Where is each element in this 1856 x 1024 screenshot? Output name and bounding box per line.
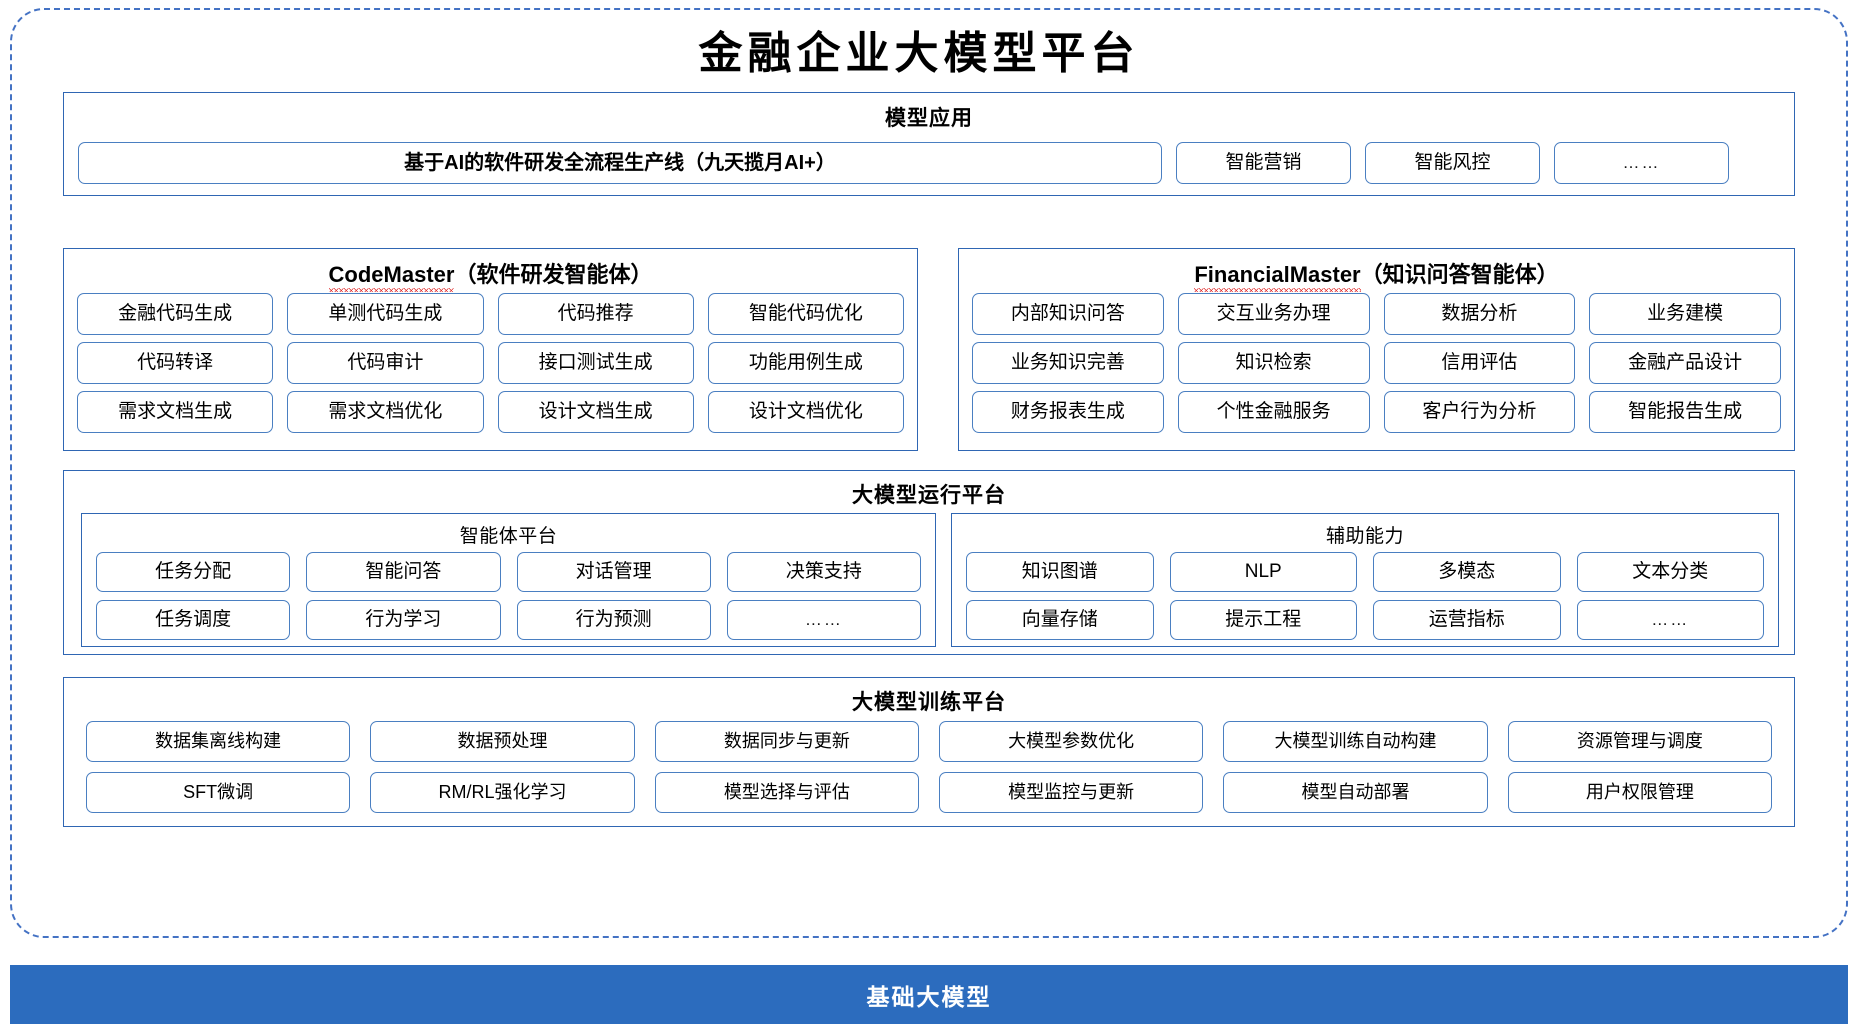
codemaster-suffix: （软件研发智能体） xyxy=(454,262,653,287)
training-platform-item[interactable]: 资源管理与调度 xyxy=(1507,721,1772,762)
codemaster-latin-name: CodeMaster xyxy=(328,262,455,292)
base-model-bar: 基础大模型 xyxy=(10,965,1848,1024)
subsection-agent-platform: 智能体平台 任务分配 智能问答 对话管理 决策支持 任务调度 行为学习 行为预测… xyxy=(81,513,936,647)
page-title: 金融企业大模型平台 xyxy=(698,29,1140,78)
financialmaster-item[interactable]: 业务知识完善 xyxy=(972,342,1164,384)
section-title-codemaster: CodeMaster（软件研发智能体） xyxy=(64,257,917,292)
training-platform-item[interactable]: 大模型参数优化 xyxy=(939,721,1204,762)
financialmaster-item[interactable]: 业务建模 xyxy=(1589,293,1781,335)
assist-capability-item[interactable]: 多模态 xyxy=(1373,552,1561,592)
codemaster-item[interactable]: 单测代码生成 xyxy=(287,293,484,335)
section-training-platform: 大模型训练平台 数据集离线构建 数据预处理 数据同步与更新 大模型参数优化 大模… xyxy=(63,677,1795,827)
financialmaster-item[interactable]: 金融产品设计 xyxy=(1589,342,1781,384)
assist-capability-item[interactable]: NLP xyxy=(1169,552,1357,592)
training-platform-item[interactable]: 模型自动部署 xyxy=(1223,772,1488,813)
agent-platform-item[interactable]: 对话管理 xyxy=(516,552,711,592)
financialmaster-item[interactable]: 知识检索 xyxy=(1177,342,1370,384)
training-platform-item[interactable]: 模型选择与评估 xyxy=(654,772,919,813)
codemaster-item[interactable]: 代码审计 xyxy=(287,342,484,384)
financialmaster-item[interactable]: 交互业务办理 xyxy=(1177,293,1370,335)
codemaster-item[interactable]: 需求文档生成 xyxy=(77,391,274,433)
model-application-items: 基于AI的软件研发全流程生产线（九天揽月AI+） 智能营销 智能风控 …… xyxy=(78,142,1782,184)
assist-capability-item[interactable]: 向量存储 xyxy=(966,600,1154,640)
codemaster-item[interactable]: 需求文档优化 xyxy=(287,391,484,433)
financialmaster-suffix: （知识问答智能体） xyxy=(1360,262,1559,287)
section-model-application: 模型应用 基于AI的软件研发全流程生产线（九天揽月AI+） 智能营销 智能风控 … xyxy=(63,92,1795,196)
subsection-assist-capability: 辅助能力 知识图谱 NLP 多模态 文本分类 向量存储 提示工程 运营指标 …… xyxy=(951,513,1779,647)
financialmaster-item[interactable]: 信用评估 xyxy=(1383,342,1576,384)
assist-capability-item[interactable]: 知识图谱 xyxy=(966,552,1154,592)
codemaster-item[interactable]: 金融代码生成 xyxy=(77,293,274,335)
financialmaster-items: 内部知识问答 交互业务办理 数据分析 业务建模 业务知识完善 知识检索 信用评估… xyxy=(972,293,1781,433)
training-platform-item[interactable]: RM/RL强化学习 xyxy=(370,772,635,813)
assist-capability-item[interactable]: 文本分类 xyxy=(1576,552,1764,592)
agent-platform-items: 任务分配 智能问答 对话管理 决策支持 任务调度 行为学习 行为预测 …… xyxy=(96,552,921,640)
assist-capability-item-more[interactable]: …… xyxy=(1576,600,1764,640)
codemaster-item[interactable]: 接口测试生成 xyxy=(497,342,694,384)
financialmaster-item[interactable]: 数据分析 xyxy=(1383,293,1576,335)
codemaster-item[interactable]: 设计文档生成 xyxy=(497,391,694,433)
app-item-ai-pipeline[interactable]: 基于AI的软件研发全流程生产线（九天揽月AI+） xyxy=(78,142,1162,184)
codemaster-item[interactable]: 智能代码优化 xyxy=(707,293,904,335)
financialmaster-item[interactable]: 财务报表生成 xyxy=(972,391,1164,433)
section-codemaster: CodeMaster（软件研发智能体） 金融代码生成 单测代码生成 代码推荐 智… xyxy=(63,248,918,451)
subsection-title-agent-platform: 智能体平台 xyxy=(459,526,558,547)
financialmaster-item[interactable]: 客户行为分析 xyxy=(1383,391,1576,433)
training-platform-items: 数据集离线构建 数据预处理 数据同步与更新 大模型参数优化 大模型训练自动构建 … xyxy=(86,721,1772,813)
financialmaster-item[interactable]: 个性金融服务 xyxy=(1177,391,1370,433)
section-title-model-application: 模型应用 xyxy=(885,107,973,130)
assist-capability-items: 知识图谱 NLP 多模态 文本分类 向量存储 提示工程 运营指标 …… xyxy=(966,552,1764,640)
subsection-title-assist-capability: 辅助能力 xyxy=(1325,526,1404,547)
agent-platform-item[interactable]: 行为学习 xyxy=(306,600,501,640)
training-platform-item[interactable]: 大模型训练自动构建 xyxy=(1223,721,1488,762)
app-item-smart-risk-control[interactable]: 智能风控 xyxy=(1365,142,1540,184)
app-item-smart-marketing[interactable]: 智能营销 xyxy=(1176,142,1351,184)
agent-platform-item-more[interactable]: …… xyxy=(726,600,921,640)
codemaster-item[interactable]: 功能用例生成 xyxy=(707,342,904,384)
financialmaster-item[interactable]: 内部知识问答 xyxy=(972,293,1164,335)
training-platform-item[interactable]: 用户权限管理 xyxy=(1507,772,1772,813)
agent-platform-item[interactable]: 任务调度 xyxy=(96,600,291,640)
agent-platform-item[interactable]: 任务分配 xyxy=(96,552,291,592)
training-platform-item[interactable]: 数据集离线构建 xyxy=(86,721,351,762)
section-financialmaster: FinancialMaster（知识问答智能体） 内部知识问答 交互业务办理 数… xyxy=(958,248,1795,451)
financialmaster-latin-name: FinancialMaster xyxy=(1194,262,1361,292)
codemaster-item[interactable]: 代码转译 xyxy=(77,342,274,384)
agent-platform-item[interactable]: 决策支持 xyxy=(726,552,921,592)
agent-platform-item[interactable]: 行为预测 xyxy=(516,600,711,640)
section-title-financialmaster: FinancialMaster（知识问答智能体） xyxy=(959,257,1794,292)
codemaster-items: 金融代码生成 单测代码生成 代码推荐 智能代码优化 代码转译 代码审计 接口测试… xyxy=(77,293,904,433)
financialmaster-item[interactable]: 智能报告生成 xyxy=(1589,391,1781,433)
agent-platform-item[interactable]: 智能问答 xyxy=(306,552,501,592)
app-item-more[interactable]: …… xyxy=(1554,142,1729,184)
codemaster-item[interactable]: 设计文档优化 xyxy=(707,391,904,433)
section-title-training-platform: 大模型训练平台 xyxy=(852,691,1006,714)
assist-capability-item[interactable]: 运营指标 xyxy=(1373,600,1561,640)
training-platform-item[interactable]: SFT微调 xyxy=(86,772,351,813)
codemaster-item[interactable]: 代码推荐 xyxy=(497,293,694,335)
training-platform-item[interactable]: 数据预处理 xyxy=(370,721,635,762)
assist-capability-item[interactable]: 提示工程 xyxy=(1169,600,1357,640)
training-platform-item[interactable]: 模型监控与更新 xyxy=(939,772,1204,813)
section-runtime-platform: 大模型运行平台 智能体平台 任务分配 智能问答 对话管理 决策支持 任务调度 行… xyxy=(63,470,1795,655)
training-platform-item[interactable]: 数据同步与更新 xyxy=(654,721,919,762)
section-title-runtime-platform: 大模型运行平台 xyxy=(852,484,1006,507)
